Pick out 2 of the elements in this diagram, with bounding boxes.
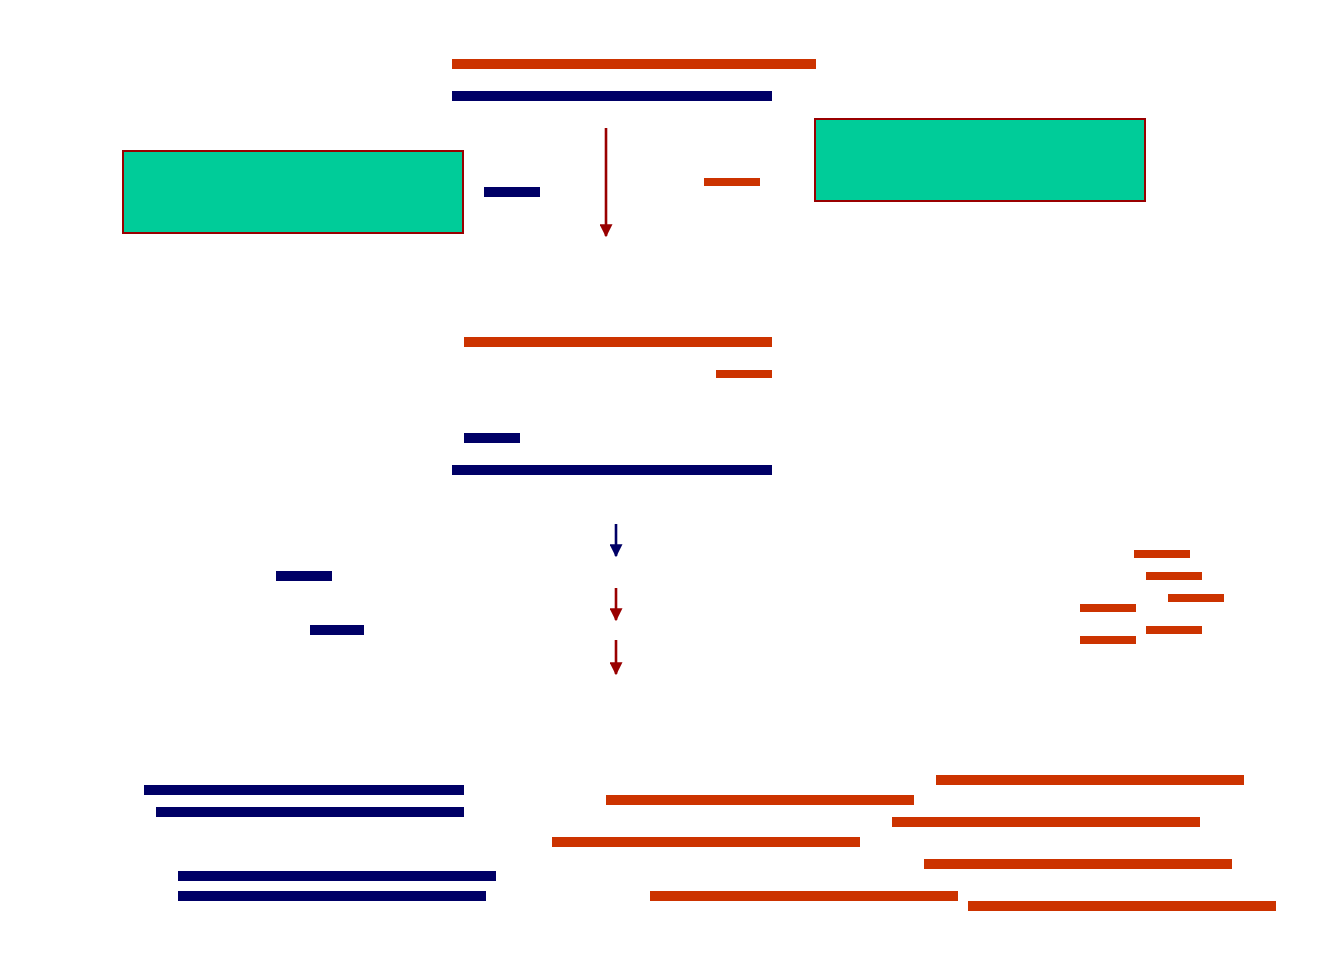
empty-box <box>814 118 1146 202</box>
empty-box <box>122 150 464 234</box>
